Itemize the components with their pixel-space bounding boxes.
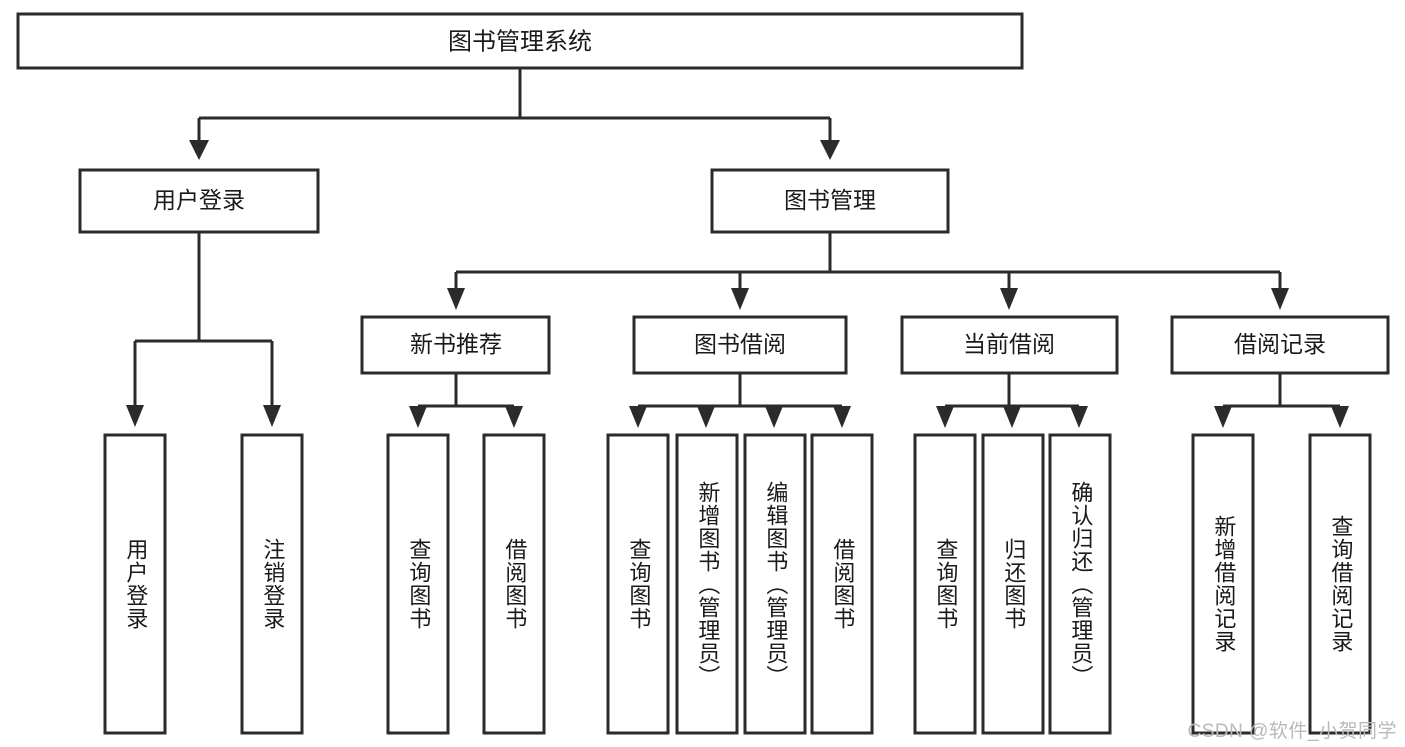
- node-user-login-box[interactable]: [78, 168, 320, 234]
- node-book-borrow-label: 图书借阅: [694, 331, 786, 357]
- arrowhead-leaf-query-book-1: [409, 406, 427, 428]
- arrowhead-leaf-query-book-3: [936, 406, 954, 428]
- arrowhead-leaf-logout: [263, 405, 281, 427]
- node-root[interactable]: 图书管理系统: [16, 12, 1024, 70]
- node-leaf-confirm-return-box[interactable]: [1048, 433, 1112, 735]
- node-leaf-borrow-book-1-box[interactable]: [482, 433, 546, 735]
- node-borrow-record[interactable]: 借阅记录: [1170, 315, 1390, 375]
- leaf-box-layer: [103, 433, 1372, 735]
- arrowhead-book-borrow: [731, 288, 749, 310]
- node-root-label: 图书管理系统: [448, 28, 592, 55]
- node-borrow-record-label: 借阅记录: [1234, 331, 1326, 357]
- csdn-watermark: CSDN @软件_小贺同学: [1187, 721, 1397, 742]
- arrowhead-book-manage: [820, 140, 840, 160]
- node-user-login[interactable]: 用户登录: [78, 168, 320, 234]
- node-leaf-add-record-box[interactable]: [1191, 433, 1255, 735]
- node-leaf-query-book-2-box[interactable]: [606, 433, 670, 735]
- arrowhead-leaf-borrow-book-2: [833, 406, 851, 428]
- arrowhead-leaf-edit-book: [765, 406, 783, 428]
- node-new-book-rec[interactable]: 新书推荐: [360, 315, 551, 375]
- node-root-box[interactable]: [16, 12, 1024, 70]
- node-user-login-label: 用户登录: [153, 187, 245, 213]
- node-leaf-borrow-book-2-box[interactable]: [810, 433, 874, 735]
- arrowhead-leaf-return-book: [1003, 406, 1021, 428]
- node-leaf-query-book-1-box[interactable]: [386, 433, 450, 735]
- arrowhead-leaf-user-login: [126, 405, 144, 427]
- node-leaf-add-book-box[interactable]: [675, 433, 739, 735]
- node-book-manage-label: 图书管理: [784, 187, 876, 213]
- arrowhead-leaf-confirm-return: [1070, 406, 1088, 428]
- node-leaf-logout-box[interactable]: [240, 433, 304, 735]
- node-new-book-rec-box[interactable]: [360, 315, 551, 375]
- node-book-manage[interactable]: 图书管理: [710, 168, 950, 234]
- node-borrow-record-box[interactable]: [1170, 315, 1390, 375]
- node-leaf-query-book-3-box[interactable]: [913, 433, 977, 735]
- arrowhead-current-borrow: [1000, 288, 1018, 310]
- arrowhead-new-book-rec: [447, 288, 465, 310]
- arrowhead-user-login: [189, 140, 209, 160]
- arrowhead-leaf-borrow-book-1: [505, 406, 523, 428]
- arrowhead-leaf-add-record: [1214, 406, 1232, 428]
- node-current-borrow[interactable]: 当前借阅: [900, 315, 1119, 375]
- arrowhead-leaf-query-record: [1331, 406, 1349, 428]
- node-book-manage-box[interactable]: [710, 168, 950, 234]
- arrowhead-leaf-query-book-2: [629, 406, 647, 428]
- node-current-borrow-box[interactable]: [900, 315, 1119, 375]
- node-current-borrow-label: 当前借阅: [963, 331, 1055, 357]
- node-leaf-edit-book-box[interactable]: [743, 433, 807, 735]
- arrowhead-borrow-record: [1271, 288, 1289, 310]
- arrowhead-leaf-add-book: [697, 406, 715, 428]
- node-leaf-return-book-box[interactable]: [981, 433, 1045, 735]
- node-book-borrow-box[interactable]: [632, 315, 848, 375]
- connector-layer: [126, 68, 1349, 428]
- node-leaf-user-login-box[interactable]: [103, 433, 167, 735]
- node-book-borrow[interactable]: 图书借阅: [632, 315, 848, 375]
- node-leaf-query-record-box[interactable]: [1308, 433, 1372, 735]
- node-new-book-rec-label: 新书推荐: [410, 331, 502, 357]
